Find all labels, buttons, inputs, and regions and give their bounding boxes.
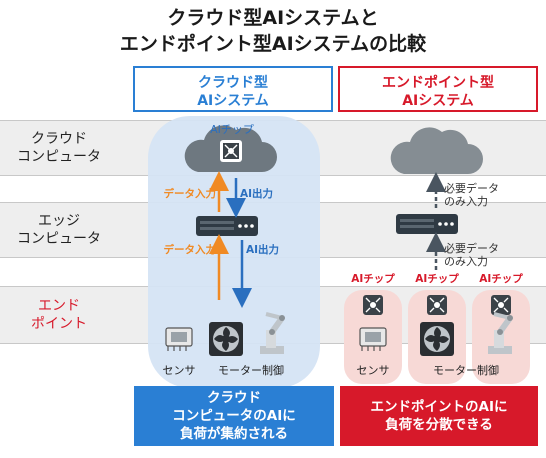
label-ai-chip-endpoint-1: AIチップ <box>351 273 395 285</box>
endpoint-ai-chip-icon-1 <box>363 295 383 315</box>
conclusion-cloud-line2: コンピュータのAIに <box>172 408 296 424</box>
row-label-cloud-computer: クラウド コンピュータ <box>0 124 118 166</box>
conclusion-cloud-line1: クラウド <box>206 390 261 406</box>
title-line-1: クラウド型AIシステムと <box>167 7 379 29</box>
row-label-edge-computer-line2: コンピュータ <box>17 231 101 247</box>
column-header-endpoint: エンドポイント型 AIシステム <box>338 66 538 112</box>
endpoint-motor-fan-icon <box>420 322 454 356</box>
row-label-edge-computer: エッジ コンピュータ <box>0 206 118 248</box>
row-label-endpoint-line2: ポイント <box>31 316 87 332</box>
label-data-input-upper: データ入力 <box>163 188 217 200</box>
label-required-data-lower: 必要データ のみ入力 <box>444 242 524 268</box>
edge-device-icon <box>196 216 258 236</box>
label-required-data-lower-line2: のみ入力 <box>444 255 488 268</box>
column-header-cloud-line2: AIシステム <box>197 93 269 109</box>
label-motor-control-endpoint: モーター制御 <box>433 364 499 377</box>
label-required-data-upper-line2: のみ入力 <box>444 195 488 208</box>
row-label-cloud-computer-line2: コンピュータ <box>17 149 101 165</box>
label-ai-chip-cloud: AIチップ <box>210 123 254 136</box>
conclusion-endpoint: エンドポイントのAIに 負荷を分散できる <box>340 386 538 446</box>
row-label-edge-computer-line1: エッジ <box>38 213 80 229</box>
endpoint-edge-device-icon <box>396 214 458 234</box>
label-data-input-lower: データ入力 <box>163 244 217 256</box>
endpoint-ai-chip-icon-2 <box>427 295 447 315</box>
label-sensor-cloud: センサ <box>162 364 196 377</box>
label-ai-output-upper: AI出力 <box>240 188 274 200</box>
label-sensor-endpoint: センサ <box>356 364 390 377</box>
conclusion-cloud-line3: 負荷が集約される <box>179 426 288 442</box>
motor-fan-icon <box>209 322 243 356</box>
row-label-endpoint: エンド ポイント <box>0 291 118 333</box>
endpoint-ai-chip-icon-3 <box>491 295 511 315</box>
column-header-cloud: クラウド型 AIシステム <box>133 66 333 112</box>
endpoint-robot-arm-icon <box>488 312 513 354</box>
title-line-2: エンドポイント型AIシステムの比較 <box>119 33 427 55</box>
ai-chip-icon <box>220 140 242 162</box>
conclusion-endpoint-line2: 負荷を分散できる <box>385 417 493 433</box>
label-ai-chip-endpoint-3: AIチップ <box>479 273 523 285</box>
column-header-endpoint-line1: エンドポイント型 <box>382 75 494 91</box>
label-required-data-upper: 必要データ のみ入力 <box>444 182 524 208</box>
conclusion-cloud: クラウド コンピュータのAIに 負荷が集約される <box>134 386 334 446</box>
column-header-endpoint-line2: AIシステム <box>402 93 474 109</box>
label-ai-output-lower: AI出力 <box>246 244 280 256</box>
row-label-cloud-computer-line1: クラウド <box>31 131 87 147</box>
label-ai-chip-endpoint-2: AIチップ <box>415 273 459 285</box>
label-motor-control-cloud: モーター制御 <box>218 364 284 377</box>
label-required-data-upper-line1: 必要データ <box>444 182 499 195</box>
column-header-cloud-line1: クラウド型 <box>198 75 268 91</box>
robot-arm-icon <box>260 312 285 354</box>
endpoint-cloud-icon <box>390 127 483 174</box>
conclusion-endpoint-line1: エンドポイントのAIに <box>370 399 508 415</box>
label-required-data-lower-line1: 必要データ <box>444 242 499 255</box>
endpoint-sensor-chip-icon <box>359 327 387 351</box>
row-label-endpoint-line1: エンド <box>38 298 80 314</box>
sensor-chip-icon <box>165 327 193 351</box>
